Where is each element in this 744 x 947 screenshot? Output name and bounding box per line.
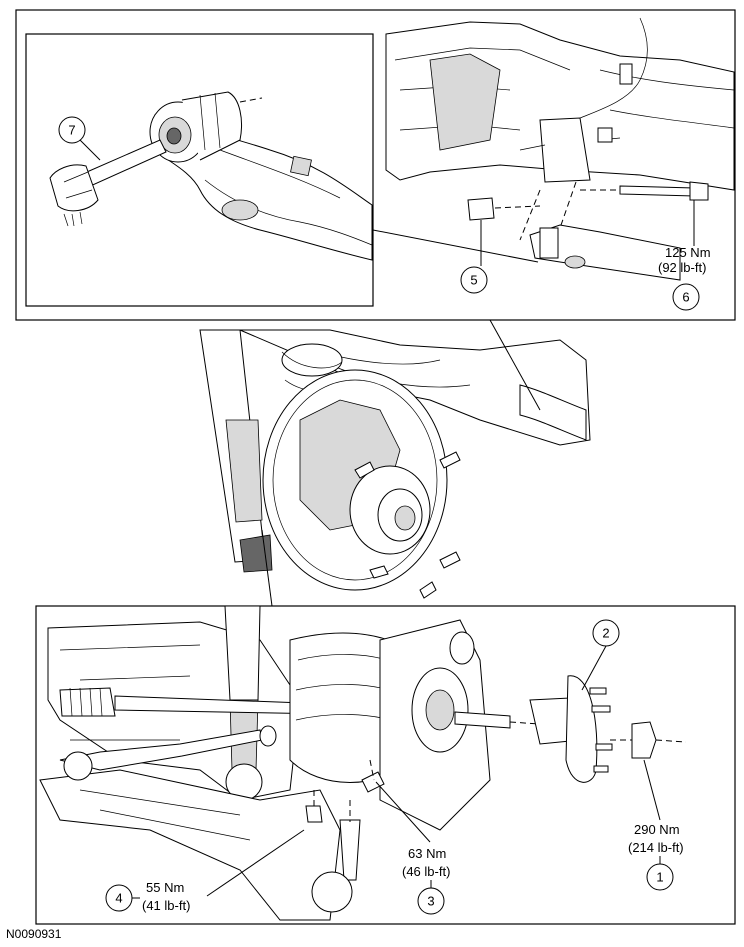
cam-bolt	[49, 139, 167, 227]
lower-arm-detail	[149, 91, 373, 261]
rear-knuckle-assembly	[199, 329, 591, 599]
callout-1: 290 Nm (214 lb-ft) 1	[628, 759, 684, 891]
callout-3: 63 Nm (46 lb-ft) 3	[375, 781, 450, 915]
callout-7-number: 7	[68, 123, 75, 138]
callout-6-torque: 125 Nm	[665, 245, 711, 260]
callout-1-torque-imperial: (214 lb-ft)	[628, 840, 684, 855]
inset-leader	[372, 229, 539, 263]
panel-leader-bottom	[261, 529, 273, 607]
callout-3-torque: 63 Nm	[408, 846, 446, 861]
callout-1-torque: 290 Nm	[634, 822, 680, 837]
callout-1-number: 1	[656, 870, 663, 885]
callout-5-number: 5	[470, 273, 477, 288]
callout-4-torque-imperial: (41 lb-ft)	[142, 898, 190, 913]
callout-6-number: 6	[682, 290, 689, 305]
callout-4-torque: 55 Nm	[146, 880, 184, 895]
callout-5: 5	[460, 220, 488, 294]
rear-subframe-detail	[385, 17, 735, 281]
callout-7: 7	[58, 116, 101, 161]
callout-2: 2	[581, 619, 620, 691]
callout-2-number: 2	[602, 626, 609, 641]
figure-id: N0090931	[6, 927, 62, 941]
halfshaft-hub-assembly	[39, 605, 687, 921]
callout-3-torque-imperial: (46 lb-ft)	[402, 864, 450, 879]
panel-leader-top	[489, 319, 541, 411]
callout-6: 125 Nm (92 lb-ft) 6	[658, 200, 711, 311]
callout-6-torque-imperial: (92 lb-ft)	[658, 260, 706, 275]
arm-fasteners	[467, 181, 709, 241]
callout-3-number: 3	[427, 894, 434, 909]
callout-4-number: 4	[115, 891, 122, 906]
callout-4: 55 Nm (41 lb-ft) 4	[105, 829, 305, 913]
